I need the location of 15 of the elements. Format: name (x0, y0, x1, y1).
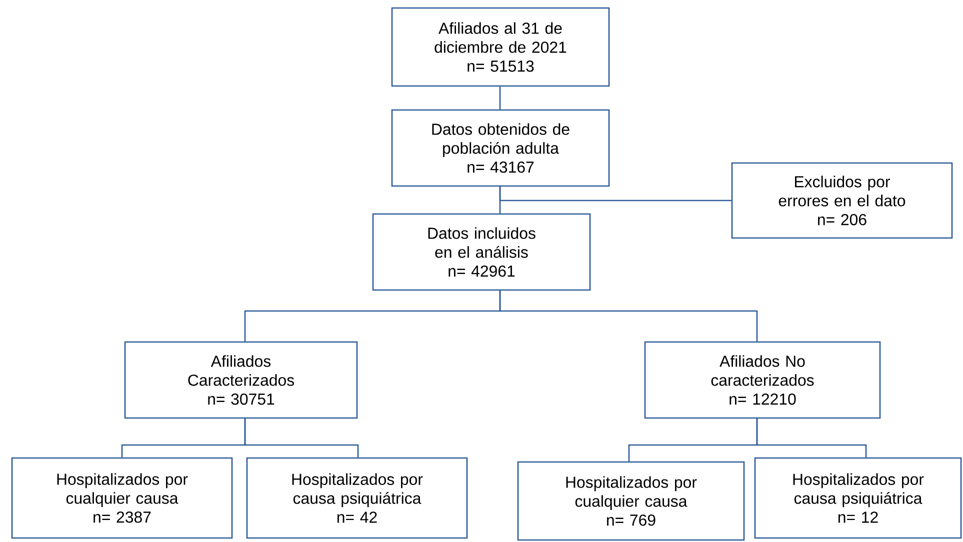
connector-line (499, 290, 758, 342)
process-box: Afiliados Caracterizados n= 30751 (124, 341, 358, 419)
process-box: Afiliados al 31 de diciembre de 2021 n= 51513 (391, 7, 610, 87)
process-box: Excluidos por errores en el dato n= 206 (731, 162, 953, 239)
process-box: Hospitalizados por cualquier causa n= 769 (517, 461, 745, 541)
process-box: Datos obtenidos de población adulta n= 43167 (391, 109, 610, 187)
process-box: Hospitalizados por causa psiquiátrica n= 12 (754, 457, 962, 539)
connector-line (499, 86, 501, 110)
connector-line (499, 186, 501, 214)
connector-line (756, 418, 867, 458)
connector-line (244, 418, 359, 458)
process-box: Hospitalizados por causa psiquiátrica n= 42 (246, 457, 468, 539)
process-box: Datos incluidos en el análisis n= 42961 (372, 213, 591, 291)
process-box: Hospitalizados por cualquier causa n= 2387 (11, 457, 233, 539)
process-box: Afiliados No caracterizados n= 12210 (644, 341, 881, 419)
